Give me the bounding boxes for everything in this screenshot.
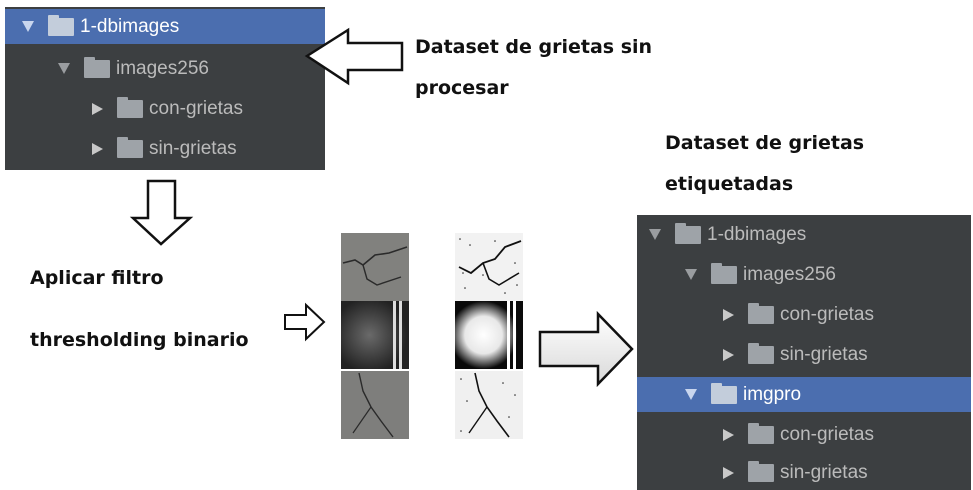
tree-row-label: con-grietas — [149, 97, 243, 119]
labeled-dataset-label-line: Dataset de grietas — [665, 132, 865, 154]
tree-row-label: sin-grietas — [780, 461, 868, 483]
raw-dataset-tree: 1-dbimages images256 con-grietas sin-gri… — [5, 7, 325, 170]
folder-icon — [748, 342, 774, 364]
block-arrow-icon — [284, 302, 326, 342]
collapse-arrow-icon[interactable] — [649, 229, 661, 240]
tree-row-images256[interactable]: images256 — [5, 51, 325, 86]
tree-row-sin-grietas[interactable]: sin-grietas — [5, 131, 325, 166]
tree-row-label: con-grietas — [780, 303, 874, 325]
tree-row-label: 1-dbimages — [80, 15, 180, 37]
expand-arrow-icon[interactable] — [723, 428, 734, 441]
expand-arrow-icon[interactable] — [723, 348, 734, 361]
block-arrow-icon — [129, 179, 194, 246]
crack-image-original-1 — [341, 233, 409, 301]
tree-row-label: 1-dbimages — [707, 223, 807, 245]
collapse-arrow-icon[interactable] — [685, 269, 697, 280]
filter-label-line-1: Aplicar filtro — [30, 267, 164, 289]
collapse-arrow-icon[interactable] — [58, 63, 70, 74]
tree-row-sin-grietas[interactable]: sin-grietas — [637, 337, 971, 372]
crack-image-binary-3 — [455, 371, 523, 439]
tree-row-label: sin-grietas — [149, 137, 237, 159]
folder-icon — [48, 14, 74, 36]
tree-row-sin-grietas[interactable]: sin-grietas — [637, 455, 971, 490]
folder-icon — [84, 56, 110, 78]
filter-label-line-2: thresholding binario — [30, 329, 249, 351]
tree-row-label: sin-grietas — [780, 343, 868, 365]
folder-icon — [748, 302, 774, 324]
expand-arrow-icon[interactable] — [723, 308, 734, 321]
labeled-dataset-label: Dataset de grietas etiquetadas — [665, 123, 864, 205]
tree-row-1-dbimages[interactable]: 1-dbimages — [5, 9, 325, 44]
tree-row-1-dbimages[interactable]: 1-dbimages — [637, 217, 971, 252]
folder-icon — [675, 222, 701, 244]
expand-arrow-icon[interactable] — [92, 142, 103, 155]
block-arrow-icon — [538, 310, 634, 388]
collapse-arrow-icon[interactable] — [22, 21, 34, 32]
crack-image-original-3 — [341, 371, 409, 439]
folder-icon — [117, 96, 143, 118]
tree-row-images256[interactable]: images256 — [637, 257, 971, 292]
tree-row-con-grietas[interactable]: con-grietas — [637, 417, 971, 452]
tree-row-con-grietas[interactable]: con-grietas — [5, 91, 325, 126]
expand-arrow-icon[interactable] — [723, 466, 734, 479]
raw-dataset-label: Dataset de grietas sin procesar — [415, 27, 652, 109]
folder-icon — [117, 136, 143, 158]
folder-icon — [748, 460, 774, 482]
tree-row-label: imgpro — [743, 383, 802, 405]
folder-icon — [748, 422, 774, 444]
crack-image-binary-2 — [455, 301, 523, 369]
raw-dataset-label-line: Dataset de grietas sin — [415, 36, 653, 58]
block-arrow-icon — [304, 27, 404, 86]
crack-image-binary-1 — [455, 233, 523, 301]
tree-row-label: images256 — [743, 263, 836, 285]
tree-row-con-grietas[interactable]: con-grietas — [637, 297, 971, 332]
labeled-dataset-tree: 1-dbimages images256 con-grietas sin-gri… — [637, 215, 971, 490]
crack-image-original-2 — [341, 301, 409, 369]
tree-row-imgpro[interactable]: imgpro — [637, 377, 971, 412]
tree-row-label: con-grietas — [780, 423, 874, 445]
expand-arrow-icon[interactable] — [92, 102, 103, 115]
tree-row-label: images256 — [116, 57, 209, 79]
labeled-dataset-label-line: etiquetadas — [665, 173, 794, 195]
raw-dataset-label-line: procesar — [415, 77, 509, 99]
folder-icon — [711, 382, 737, 404]
collapse-arrow-icon[interactable] — [685, 389, 697, 400]
folder-icon — [711, 262, 737, 284]
